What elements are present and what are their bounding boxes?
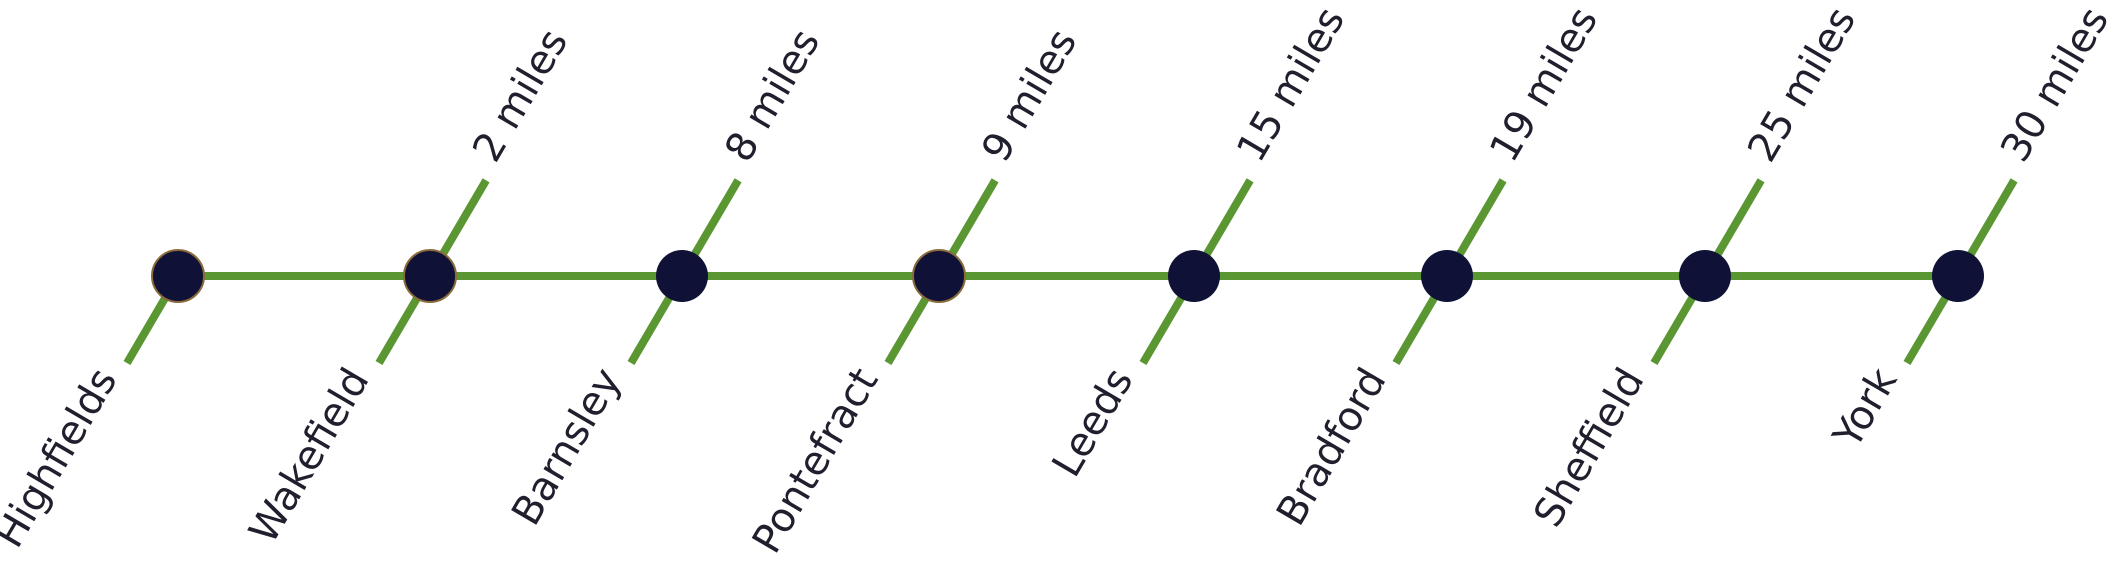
stop-node-barnsley [656,250,708,302]
stop-node-highfields [151,249,205,303]
distance-label-pontefract: 9 miles [973,22,1086,170]
stop-name-york: York [1824,360,1907,457]
stop-node-pontefract [912,249,966,303]
stop-node-wakefield [403,249,457,303]
distance-label-bradford: 19 miles [1481,0,1607,170]
stop-nodes [151,249,1984,303]
stop-node-bradford [1421,250,1473,302]
distance-label-leeds: 15 miles [1228,0,1354,170]
stop-node-york [1932,250,1984,302]
distance-label-sheffield: 25 miles [1739,0,1865,170]
stop-name-highfields: Highfields [0,360,126,555]
stop-name-bradford: Bradford [1268,360,1395,533]
distance-label-wakefield: 2 miles [464,22,577,170]
stop-name-pontefract: Pontefract [744,360,888,561]
stop-name-wakefield: Wakefield [241,360,379,551]
stop-node-sheffield [1679,250,1731,302]
distance-label-barnsley: 8 miles [716,22,829,170]
stop-node-leeds [1168,250,1220,302]
distance-label-york: 30 miles [1992,0,2118,170]
stop-name-sheffield: Sheffield [1525,360,1653,534]
stop-name-barnsley: Barnsley [503,360,630,533]
stop-name-leeds: Leeds [1044,360,1143,484]
